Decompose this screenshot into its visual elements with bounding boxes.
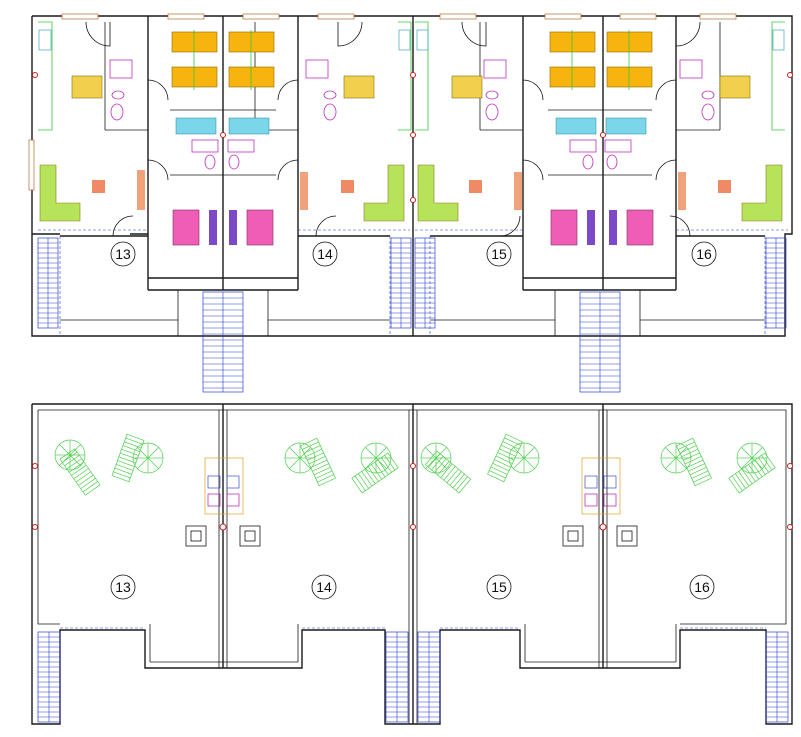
roof-stair-16 [765,631,789,723]
roof-columns [32,463,793,531]
sunlounger-icon [676,437,712,487]
window-openings [28,13,737,191]
sunlounger-icon [728,452,776,494]
umbrella-icon [660,442,692,474]
sunlounger-icon [300,437,336,487]
dining-tables [71,75,751,99]
unit-label-15-ground: 15 [486,241,512,267]
ground-floor-outline [31,15,793,337]
roof-plan: 13 14 15 16 [31,403,793,725]
living-room-sofas [39,164,783,222]
coffee-tables [92,180,731,193]
unit-label-13-roof: 13 [110,574,136,600]
svg-text:15: 15 [491,579,507,595]
svg-text:14: 14 [317,246,333,262]
roof-stair-14 [385,631,409,723]
sunlounger-icon [59,448,101,496]
lower-bedroom-beds [172,209,654,246]
stair-unit-16 [765,237,787,329]
svg-text:16: 16 [694,579,710,595]
roof-stair-13 [37,631,61,723]
roof-outline [31,403,793,725]
svg-text:16: 16 [696,246,712,262]
upper-bedroom-beds [171,30,653,90]
unit-label-13-ground: 13 [110,241,136,267]
umbrella-icon [284,442,316,474]
svg-text:15: 15 [491,246,507,262]
roof-terrace-furniture [54,433,776,496]
roof-stair-15 [417,631,441,723]
roof-unit-labels: 13 14 15 16 [110,574,715,600]
unit-label-16-ground: 16 [691,241,717,267]
umbrella-icon [508,442,540,474]
svg-text:13: 13 [115,246,131,262]
stair-unit-15 [414,237,436,329]
sunlounger-icon [351,452,399,494]
structural-grid [38,229,788,336]
unit-label-16-roof: 16 [689,574,715,600]
wardrobes [137,170,686,210]
sunlounger-icon [487,433,523,483]
door-swings [85,21,701,237]
roof-vents [185,525,638,547]
sunlounger-icon [424,450,472,494]
showers [175,117,647,135]
umbrella-icon [54,439,86,471]
front-stair-15-16 [579,291,621,393]
roof-access-stairs [37,631,789,723]
unit-label-15-roof: 15 [486,574,512,600]
front-stair-13-14 [202,291,244,393]
ground-floor-unit-labels: 13 14 15 16 [110,241,717,267]
structural-columns [32,72,793,203]
sanitary-fixtures [109,59,715,170]
sunlounger-icon [111,433,145,483]
roof-water-tanks [204,457,621,515]
ground-floor-side-stairs [37,237,787,329]
unit-label-14-ground: 14 [312,241,338,267]
umbrella-icon [132,442,164,474]
stair-unit-14 [390,237,412,329]
stair-unit-13 [37,237,59,329]
ground-floor-front-stairs [202,291,621,393]
svg-text:13: 13 [115,579,131,595]
ground-floor-plan: 13 14 15 16 [28,13,793,393]
umbrella-icon [736,442,768,474]
svg-text:14: 14 [316,579,332,595]
unit-label-14-roof: 14 [311,574,337,600]
